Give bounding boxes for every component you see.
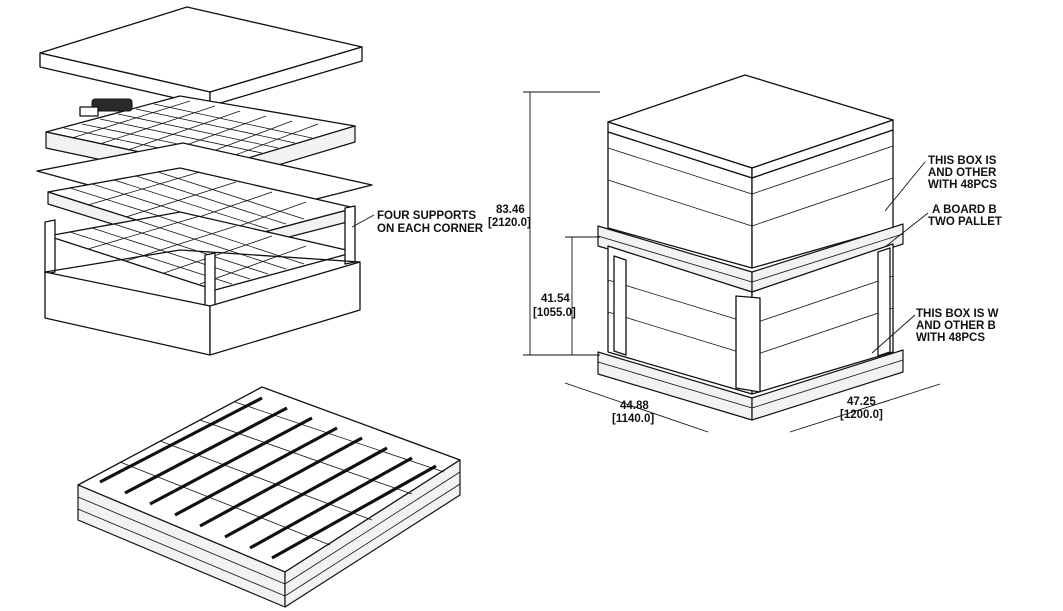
middle-board bbox=[597, 223, 904, 293]
bottom-box-callout-2: AND OTHER B bbox=[916, 320, 996, 332]
assembled-tray-view bbox=[77, 386, 461, 608]
tray-rows bbox=[99, 396, 437, 560]
component-icon bbox=[91, 98, 133, 112]
box-height-in: 41.54 bbox=[541, 293, 570, 305]
supports-callout-line-2: ON EACH CORNER bbox=[377, 223, 484, 235]
board-callout-2: TWO PALLET bbox=[928, 216, 1002, 228]
board-callout-1: A BOARD B bbox=[932, 204, 997, 216]
corner-supports bbox=[44, 205, 356, 309]
supports-callout-line-1: FOUR SUPPORTS bbox=[377, 210, 476, 222]
top-box-callout-1: THIS BOX IS bbox=[928, 155, 997, 167]
top-box-callout-2: AND OTHER bbox=[928, 167, 997, 179]
bottom-pallet bbox=[597, 349, 904, 421]
top-box-callout-3: WITH 48PCS bbox=[928, 179, 997, 191]
exploded-lid bbox=[39, 6, 363, 107]
width-mm: [1200.0] bbox=[840, 409, 883, 421]
exploded-base-box bbox=[44, 249, 361, 356]
depth-in: 44.88 bbox=[620, 400, 649, 412]
bottom-box-callout-3: WITH 48PCS bbox=[916, 332, 985, 344]
width-in: 47.25 bbox=[847, 396, 876, 408]
box-height-mm: [1055.0] bbox=[533, 307, 576, 319]
bottom-box-callout-1: THIS BOX IS W bbox=[916, 308, 999, 320]
pallet-stack-view: 83.46 [2120.0] 41.54 [1055.0] 44.88 [114… bbox=[488, 74, 1002, 433]
exploded-view: FOUR SUPPORTS ON EACH CORNER bbox=[36, 6, 484, 356]
total-height-in: 83.46 bbox=[496, 204, 525, 216]
depth-mm: [1140.0] bbox=[612, 413, 654, 425]
total-height-mm: [2120.0] bbox=[488, 217, 531, 229]
